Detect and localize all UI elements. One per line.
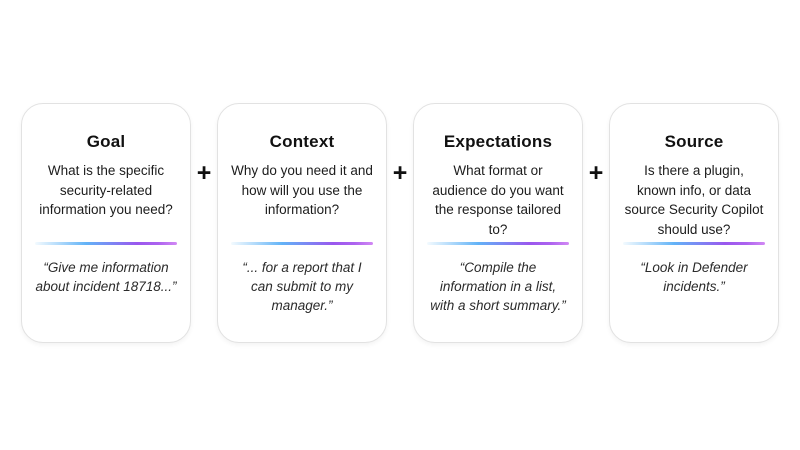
card-goal-title: Goal xyxy=(86,132,126,151)
card-context-top: Context Why do you need it and how will … xyxy=(231,132,373,242)
card-expectations: Expectations What format or audience do … xyxy=(413,103,583,343)
card-source-title: Source xyxy=(664,132,724,151)
plus-separator-3: + xyxy=(583,103,609,186)
card-expectations-top: Expectations What format or audience do … xyxy=(427,132,569,242)
card-source-top: Source Is there a plugin, known info, or… xyxy=(623,132,765,242)
card-source-example-quote: “Look in Defender incidents.” xyxy=(640,260,748,295)
plus-separator-2: + xyxy=(387,103,413,186)
card-context-title: Context xyxy=(269,132,335,151)
card-goal-top: Goal What is the specific security-relat… xyxy=(35,132,177,242)
gradient-divider xyxy=(623,242,765,245)
card-expectations-example-quote: “Compile the information in a list, with… xyxy=(430,260,566,314)
gradient-divider xyxy=(427,242,569,245)
plus-icon: + xyxy=(588,159,604,187)
card-goal: Goal What is the specific security-relat… xyxy=(21,103,191,343)
gradient-divider xyxy=(231,242,373,245)
card-goal-question: What is the specific security-related in… xyxy=(39,163,173,218)
card-expectations-title: Expectations xyxy=(443,132,553,151)
card-expectations-question: What format or audience do you want the … xyxy=(432,163,564,237)
gradient-divider xyxy=(35,242,177,245)
card-source: Source Is there a plugin, known info, or… xyxy=(609,103,779,343)
card-context-example-quote: “... for a report that I can submit to m… xyxy=(242,260,362,314)
plus-icon: + xyxy=(392,159,408,187)
card-goal-example-quote: “Give me information about incident 1871… xyxy=(35,260,177,295)
plus-separator-1: + xyxy=(191,103,217,186)
card-context-question: Why do you need it and how will you use … xyxy=(231,163,373,218)
card-source-question: Is there a plugin, known info, or data s… xyxy=(624,163,764,237)
plus-icon: + xyxy=(196,159,212,187)
card-row: Goal What is the specific security-relat… xyxy=(0,103,800,343)
card-context: Context Why do you need it and how will … xyxy=(217,103,387,343)
